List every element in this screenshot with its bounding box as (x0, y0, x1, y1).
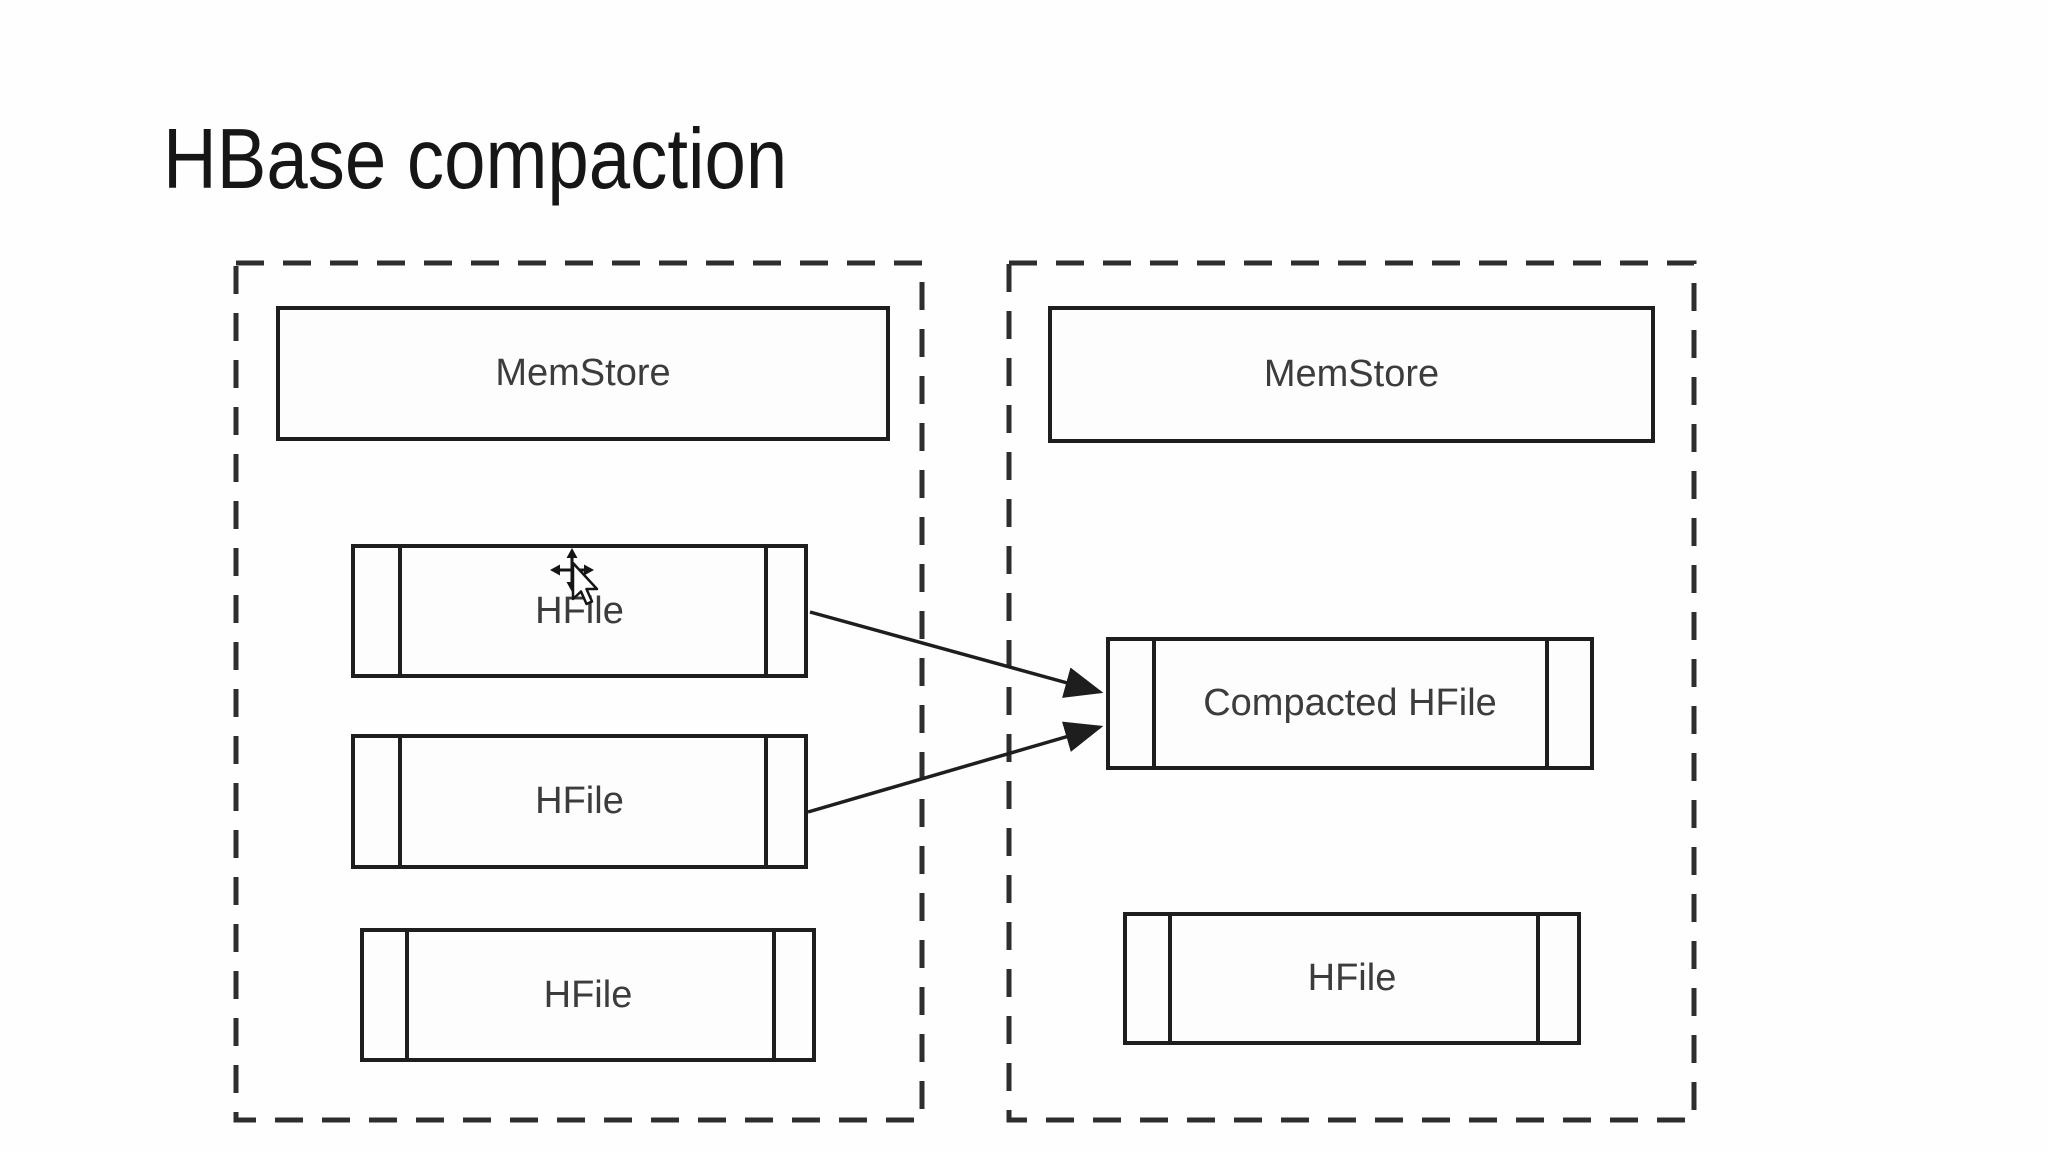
compacted-hfile-box: Compacted HFile (1106, 637, 1594, 770)
hfile-label-3: HFile (543, 973, 633, 1016)
hfile-label-2: HFile (535, 780, 624, 822)
memstore-label-after: MemStore (1263, 353, 1440, 395)
memstore-label-before: MemStore (495, 352, 671, 394)
hfile-right-bar (1536, 916, 1540, 1041)
hfile-left-bar (398, 738, 402, 865)
hfile-label-after: HFile (1307, 957, 1397, 999)
hfile-left-bar (1168, 916, 1172, 1041)
hfile-label-1: HFile (535, 589, 624, 632)
hfile-box-3: HFile (360, 928, 816, 1062)
compacted-hfile-label: Compacted HFile (1203, 682, 1497, 724)
hfile-right-bar (764, 548, 768, 674)
compaction-arrow-top (809, 610, 1104, 698)
hfile-box-after: HFile (1123, 912, 1581, 1045)
memstore-box-before: MemStore (276, 306, 890, 441)
compaction-arrow-bottom (807, 721, 1104, 814)
hfile-left-bar (405, 932, 409, 1058)
hfile-left-bar (1152, 641, 1156, 766)
hfile-left-bar (398, 548, 402, 674)
hfile-box-1: HFile (351, 544, 808, 678)
hfile-right-bar (772, 932, 776, 1058)
hfile-box-2: HFile (351, 734, 808, 869)
memstore-box-after: MemStore (1048, 306, 1655, 443)
slide-title: HBase compaction (163, 112, 788, 207)
hfile-right-bar (1545, 641, 1549, 766)
hfile-right-bar (764, 738, 768, 865)
